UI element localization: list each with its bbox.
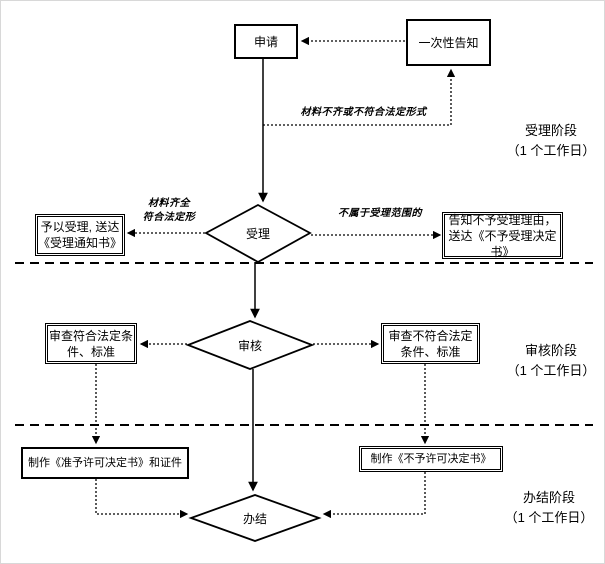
- apply-node: 申请: [234, 24, 298, 59]
- stage-label-acceptance-duration: （1 个工作日）: [506, 143, 596, 158]
- stage-label-completion: 办结阶段 （1 个工作日）: [497, 488, 601, 528]
- accept-diamond: [204, 203, 312, 264]
- accept-diamond-label: 受理: [245, 226, 270, 241]
- stage-label-review: 审核阶段 （1 个工作日）: [499, 341, 603, 381]
- stage-label-review-duration: （1 个工作日）: [506, 363, 596, 378]
- edge-permit-to-complete: [95, 479, 189, 519]
- edge-incomplete-to-notice: [263, 68, 456, 126]
- review-fail-node: 审查不符合法定条件、标准: [381, 323, 480, 364]
- complete-diamond-label: 办结: [242, 511, 267, 526]
- review-pass-node: 审查符合法定条件、标准: [45, 323, 137, 364]
- one-time-notice-node: 一次性告知: [406, 19, 491, 66]
- edge-label-materials-incomplete: 材料不齐或不符合法定形式: [300, 107, 427, 118]
- stage-label-review-name: 审核阶段: [524, 343, 577, 358]
- stage-label-completion-duration: （1 个工作日）: [504, 510, 594, 525]
- review-diamond: [185, 320, 315, 370]
- review-diamond-label: 审核: [237, 338, 262, 353]
- make-permit-node: 制作《准予许可决定书》和证件: [21, 447, 189, 479]
- edge-label-materials-complete: 材料齐全 符合法定形: [127, 197, 211, 225]
- stage-label-completion-name: 办结阶段: [522, 490, 575, 505]
- make-deny-node: 制作《不予许可决定书》: [359, 446, 503, 472]
- reject-notice-node: 告知不予受理理由，送达《不予受理决定书》: [442, 212, 563, 259]
- stage-label-acceptance-name: 受理阶段: [524, 123, 577, 138]
- stage-label-acceptance: 受理阶段 （1 个工作日）: [499, 121, 603, 161]
- edge-deny-to-complete: [322, 472, 426, 519]
- complete-diamond: [188, 494, 322, 542]
- edge-label-materials-complete-line2: 符合法定形: [142, 212, 196, 223]
- edge-label-not-in-scope: 不属于受理范围的: [338, 208, 422, 219]
- grant-accept-node: 予以受理, 送达《受理通知书》: [35, 214, 125, 256]
- edge-label-materials-complete-line1: 材料齐全: [148, 198, 190, 209]
